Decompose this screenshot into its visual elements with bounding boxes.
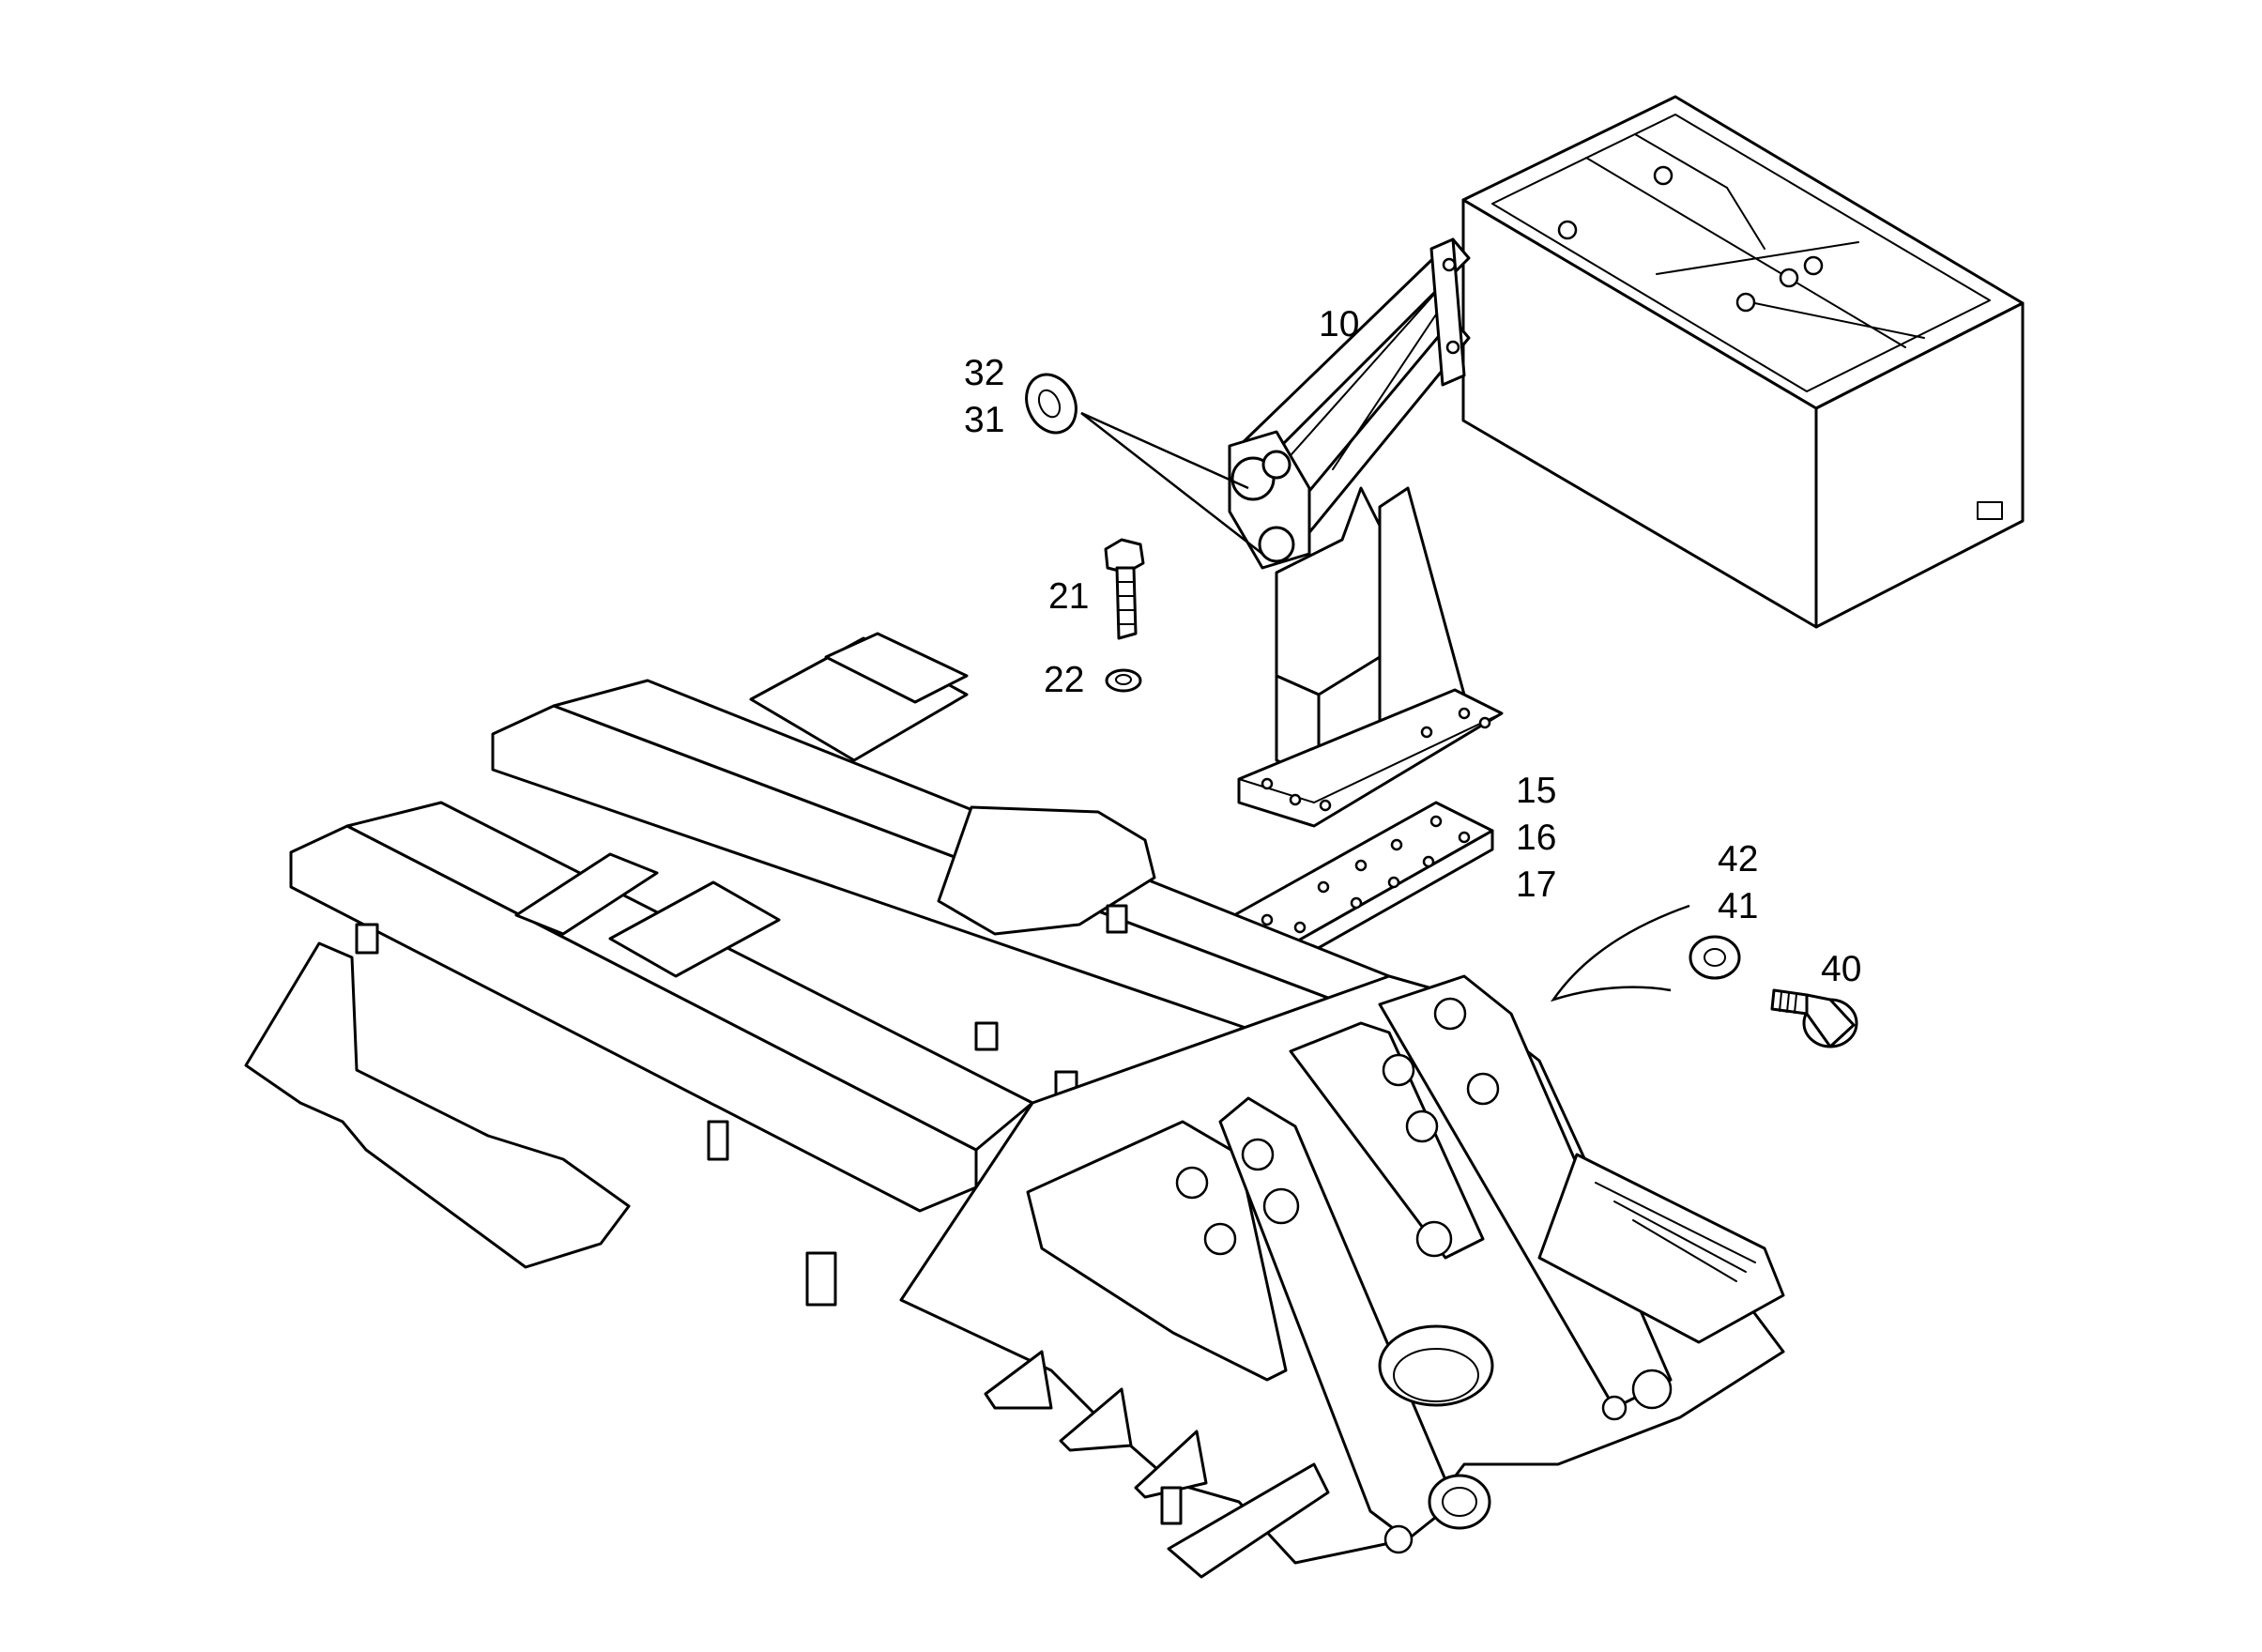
leader-lines	[1080, 411, 1690, 1002]
stopper-washer	[1689, 935, 1741, 980]
washer	[1105, 668, 1142, 693]
stopper	[1770, 988, 1858, 1048]
support-arm	[1228, 237, 1471, 570]
support-stand	[1237, 486, 1504, 828]
callout-31: 31	[964, 400, 1004, 440]
callout-32: 32	[964, 353, 1004, 393]
callout-40: 40	[1821, 949, 1861, 989]
callout-41: 41	[1718, 886, 1758, 926]
callout-15: 15	[1516, 771, 1556, 811]
pin-washer	[1025, 373, 1078, 435]
callout-42: 42	[1718, 839, 1758, 880]
bolt	[1104, 538, 1145, 640]
callout-16: 16	[1516, 818, 1556, 858]
callout-17: 17	[1516, 864, 1556, 905]
main-frame	[244, 632, 1785, 1579]
counterweight-box	[1461, 95, 2025, 629]
callout-10: 10	[1319, 304, 1359, 344]
callout-21: 21	[1048, 576, 1089, 617]
callout-22: 22	[1044, 660, 1084, 700]
